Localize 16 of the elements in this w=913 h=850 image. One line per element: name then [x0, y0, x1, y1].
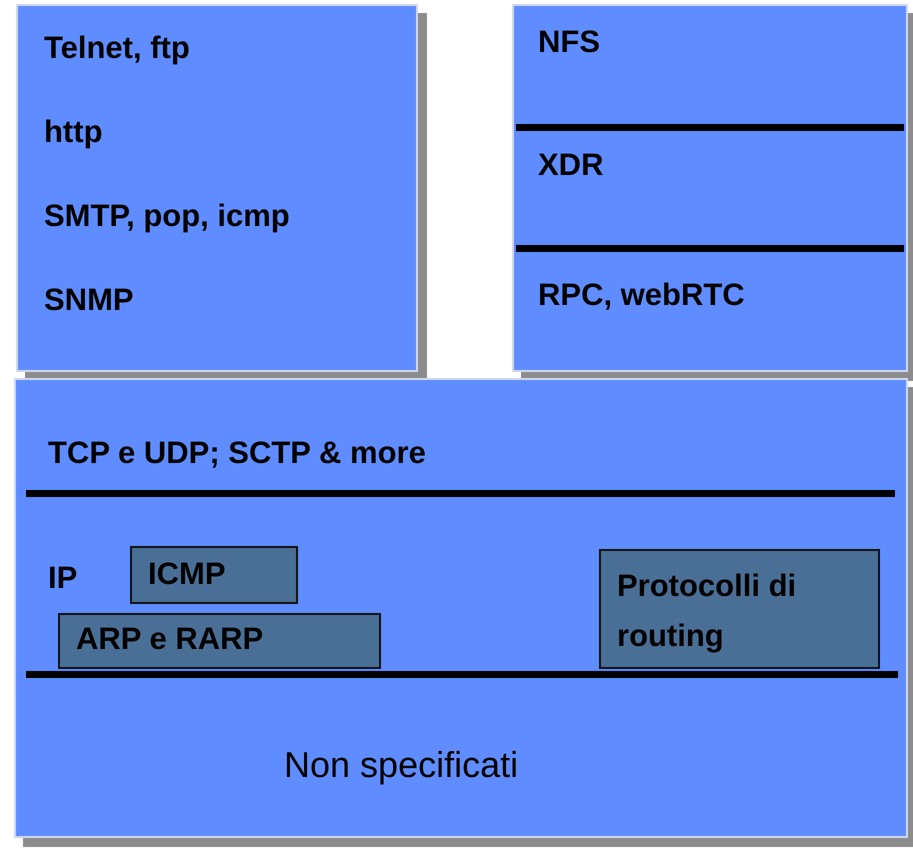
- protocol-name: Telnet, ftp: [44, 30, 190, 66]
- protocol-name: ICMP: [148, 556, 226, 592]
- protocol-name: http: [44, 114, 103, 150]
- protocol-box: [599, 549, 880, 669]
- protocol-name: SMTP, pop, icmp: [44, 198, 290, 234]
- protocol-name: Non specificati: [284, 744, 518, 786]
- protocol-name: SNMP: [44, 282, 134, 318]
- protocol-name: TCP e UDP; SCTP & more: [48, 435, 426, 471]
- protocol-name: XDR: [538, 147, 604, 183]
- protocol-name: NFS: [538, 24, 600, 60]
- protocol-name: Protocolli di routing: [617, 567, 798, 655]
- protocol-box: [130, 546, 298, 604]
- protocol-name: RPC, webRTC: [538, 277, 745, 313]
- protocol-box: [58, 613, 381, 669]
- protocol-name: ARP e RARP: [76, 621, 264, 657]
- protocol-name: IP: [48, 560, 78, 596]
